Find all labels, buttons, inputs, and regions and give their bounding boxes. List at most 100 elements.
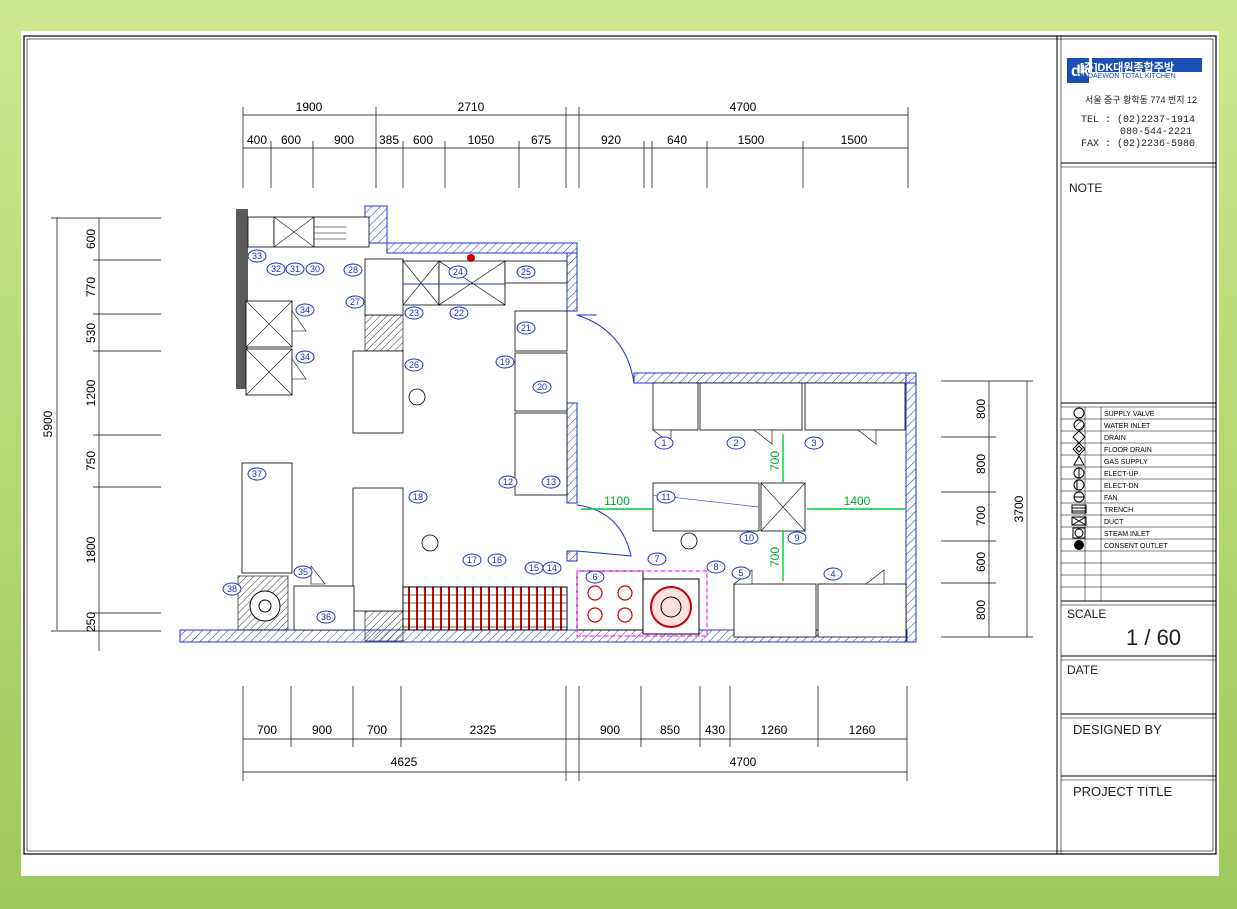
equipment-tag: 32 — [266, 262, 286, 276]
dim-top-total: 2710 — [458, 100, 485, 114]
equipment-tag: 2 — [726, 436, 746, 450]
duct-icon — [1071, 516, 1087, 526]
equipment-tag: 1 — [654, 436, 674, 450]
dim-top-segment: 1500 — [738, 133, 765, 147]
svg-text:3: 3 — [811, 438, 816, 448]
svg-text:23: 23 — [409, 308, 419, 318]
equipment-tag: 35 — [293, 565, 313, 579]
svg-text:31: 31 — [290, 264, 300, 274]
dim-left-segment: 600 — [84, 229, 98, 249]
svg-text:ELECT-UP: ELECT-UP — [1104, 471, 1139, 478]
drawing-sheet: dk — [21, 31, 1219, 876]
gas-supply-icon — [1073, 454, 1085, 466]
equipment-tag: 23 — [404, 306, 424, 320]
svg-text:6: 6 — [592, 572, 597, 582]
equipment-tag: 34 — [295, 350, 315, 364]
designed-by-label: DESIGNED BY — [1073, 722, 1162, 737]
dim-right-segment: 700 — [974, 506, 988, 526]
dim-top-segment: 675 — [531, 133, 551, 147]
equipment-tag: 16 — [487, 553, 507, 567]
dim-inner: 1100 — [604, 494, 630, 508]
svg-text:DUCT: DUCT — [1104, 519, 1124, 526]
equipment-tag: 18 — [408, 490, 428, 504]
company-mobile: 080-544-2221 — [1120, 127, 1193, 138]
svg-text:20: 20 — [537, 382, 547, 392]
svg-text:9: 9 — [794, 533, 799, 543]
svg-text:11: 11 — [661, 492, 670, 502]
equipment-tag: 36 — [316, 610, 336, 624]
fan-icon — [1073, 491, 1085, 503]
svg-text:13: 13 — [546, 477, 556, 487]
equipment-tag: 20 — [532, 380, 552, 394]
equipment-tag: 30 — [305, 262, 325, 276]
svg-text:22: 22 — [454, 308, 464, 318]
dim-bottom-segment: 1260 — [849, 723, 876, 737]
elect-dn-icon — [1073, 479, 1085, 491]
svg-text:ELECT-DN: ELECT-DN — [1104, 483, 1139, 490]
svg-text:12: 12 — [503, 477, 513, 487]
logo-mark: dk — [1071, 63, 1090, 80]
equipment-tag: 14 — [542, 561, 562, 575]
svg-text:WATER INLET: WATER INLET — [1104, 423, 1151, 430]
project-title-label: PROJECT TITLE — [1073, 784, 1173, 799]
dim-bottom-total: 4625 — [391, 755, 418, 769]
svg-text:10: 10 — [744, 533, 754, 543]
dim-left-segment: 530 — [84, 323, 98, 343]
equipment-tag: 27 — [345, 295, 365, 309]
dim-bottom-segment: 900 — [600, 723, 620, 737]
dim-bottom-segment: 430 — [705, 723, 725, 737]
equipment-tag: 25 — [516, 265, 536, 279]
dim-bottom-segment: 700 — [257, 723, 277, 737]
dim-right-segment: 800 — [974, 600, 988, 620]
dim-top-segment: 900 — [334, 133, 354, 147]
equipment-tag: 33 — [247, 249, 267, 263]
svg-text:DRAIN: DRAIN — [1104, 435, 1126, 442]
dim-bottom-total: 4700 — [730, 755, 757, 769]
water-inlet-icon — [1073, 419, 1085, 431]
company-name-en: DK DAEWON TOTAL KITCHEN — [1076, 73, 1176, 80]
equipment-tag: 13 — [541, 475, 561, 489]
company-tel: TEL : (02)2237-1914 — [1081, 115, 1196, 126]
equipment-tag: 4 — [823, 567, 843, 581]
dim-top-segment: 600 — [281, 133, 301, 147]
equipment-tag: 28 — [343, 263, 363, 277]
dim-left-segment: 770 — [84, 277, 98, 297]
dim-bottom-segment: 900 — [312, 723, 332, 737]
equipment-tag: 11 — [656, 490, 676, 504]
svg-text:STEAM INLET: STEAM INLET — [1104, 531, 1151, 538]
dim-top-segment: 385 — [379, 133, 399, 147]
dim-top-total: 1900 — [296, 100, 323, 114]
steam-inlet-icon — [1072, 527, 1086, 539]
dim-top-segment: 920 — [601, 133, 621, 147]
dim-top-segment: 600 — [413, 133, 433, 147]
equipment-tag: 8 — [706, 560, 726, 574]
svg-text:28: 28 — [348, 265, 358, 275]
svg-text:26: 26 — [409, 360, 419, 370]
svg-text:38: 38 — [227, 584, 237, 594]
dim-bottom-segment: 1260 — [761, 723, 788, 737]
equipment-tag: 9 — [787, 531, 807, 545]
legend-labels: SUPPLY VALVE WATER INLET DRAIN FLOOR DRA… — [1104, 411, 1168, 550]
company-name-kr: [주]DK대원종합주방 — [1079, 62, 1175, 74]
company-address: 서울 중구 황학동 774 번지 12 — [1084, 95, 1198, 105]
dim-right-total: 3700 — [1012, 495, 1026, 522]
svg-text:5: 5 — [738, 568, 743, 578]
svg-text:GAS SUPPLY: GAS SUPPLY — [1104, 459, 1148, 466]
equipment-tag: 26 — [404, 358, 424, 372]
dim-top-segment: 400 — [247, 133, 267, 147]
svg-text:FAN: FAN — [1104, 495, 1118, 502]
legend-grid — [1061, 407, 1216, 601]
consent-outlet-icon — [1074, 540, 1084, 550]
equipment-tag: 21 — [516, 321, 536, 335]
dim-inner: 1400 — [844, 494, 871, 508]
svg-text:SUPPLY VALVE: SUPPLY VALVE — [1104, 411, 1155, 418]
svg-text:7: 7 — [654, 554, 659, 564]
svg-text:35: 35 — [298, 567, 308, 577]
note-label: NOTE — [1069, 181, 1103, 195]
svg-text:33: 33 — [252, 251, 262, 261]
svg-text:34: 34 — [300, 352, 310, 362]
inner-dimensions — [581, 434, 905, 581]
dim-bottom-segment: 2325 — [470, 723, 497, 737]
dim-right-segment: 800 — [974, 399, 988, 419]
equipment-tag: 22 — [449, 306, 469, 320]
